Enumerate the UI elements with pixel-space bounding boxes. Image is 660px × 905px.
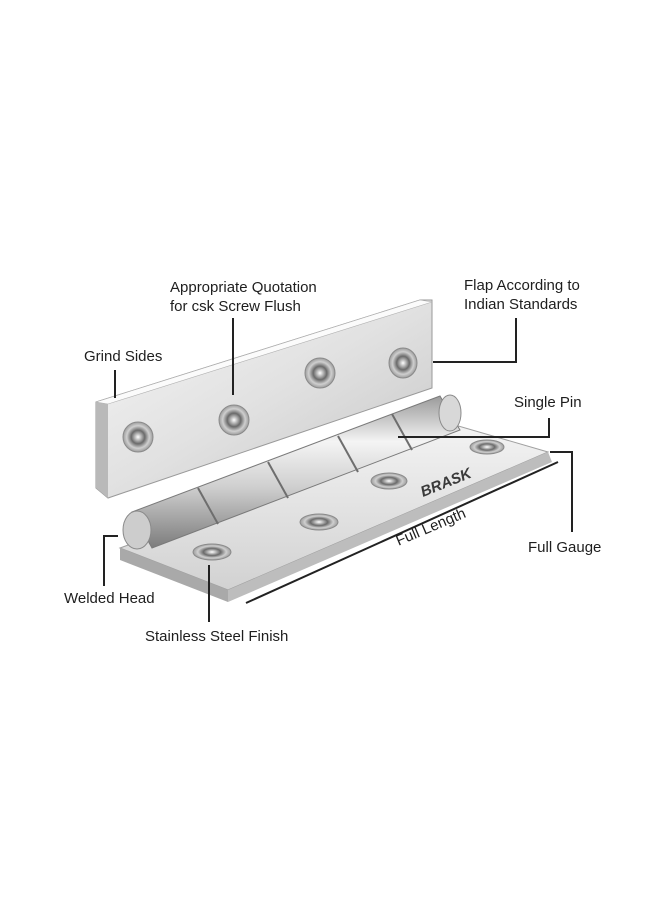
- screw-hole: [304, 357, 336, 389]
- screw-hole: [370, 472, 408, 490]
- callout-lines: [103, 318, 573, 622]
- upper-screw-holes: [122, 347, 418, 453]
- upper-leaf: [95, 299, 433, 499]
- dimension-line-full-length: [245, 461, 559, 604]
- label-flap-line2: Indian Standards: [464, 296, 578, 313]
- label-grind-sides: Grind Sides: [84, 348, 163, 365]
- callout-line-single-pin: [398, 418, 550, 438]
- label-flap-line1: Flap According to: [464, 277, 580, 294]
- label-stainless-finish: Stainless Steel Finish: [145, 628, 289, 645]
- label-quotation-line1: Appropriate Quotation: [170, 279, 317, 296]
- screw-hole: [218, 404, 250, 436]
- callout-line-flap: [433, 318, 517, 363]
- screw-hole: [192, 543, 232, 561]
- screw-hole: [299, 513, 339, 531]
- label-quotation-line2: for csk Screw Flush: [170, 298, 301, 315]
- label-full-gauge: Full Gauge: [528, 539, 602, 556]
- callout-line-welded-head: [103, 535, 118, 586]
- screw-hole: [122, 421, 154, 453]
- welded-head-cap: [122, 510, 152, 550]
- screw-hole: [469, 439, 505, 455]
- callout-line-full-gauge: [550, 451, 573, 532]
- knuckle-barrel: [122, 394, 462, 550]
- pin-end-cap: [438, 394, 462, 432]
- lower-screw-holes: [192, 439, 505, 561]
- label-welded-head: Welded Head: [64, 590, 155, 607]
- label-single-pin: Single Pin: [514, 394, 582, 411]
- screw-hole: [388, 347, 418, 379]
